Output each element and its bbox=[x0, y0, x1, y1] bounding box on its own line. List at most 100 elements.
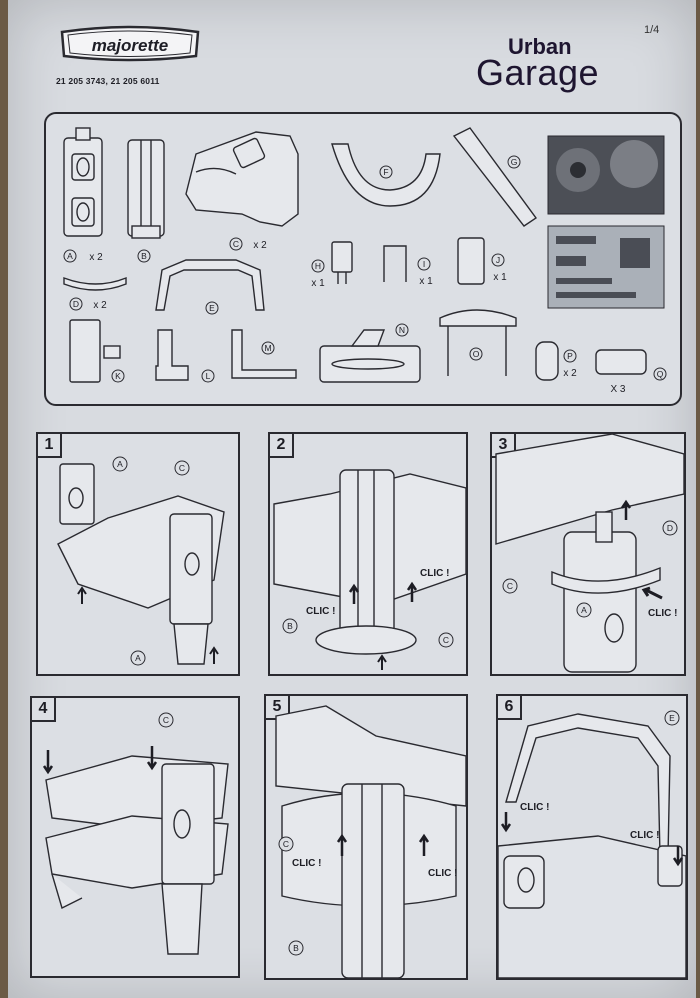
svg-text:E: E bbox=[669, 713, 675, 723]
svg-text:A: A bbox=[581, 605, 587, 615]
part-label-c: C bbox=[229, 237, 243, 251]
step-number: 4 bbox=[32, 698, 56, 722]
title-line-1: Urban bbox=[508, 34, 572, 59]
svg-text:x 1: x 1 bbox=[493, 272, 507, 283]
clic-text: CLIC ! bbox=[648, 608, 677, 619]
part-g-drawing bbox=[452, 127, 537, 227]
part-c-drawing bbox=[185, 131, 299, 227]
clic-text: CLIC ! bbox=[630, 830, 659, 841]
step-5-panel: 5 CLIC ! CLIC ! C B bbox=[264, 694, 468, 980]
svg-text:N: N bbox=[399, 325, 405, 335]
part-k-drawing bbox=[69, 319, 101, 383]
part-label-p: P bbox=[563, 349, 577, 363]
step-1-label-a-bottom: A bbox=[130, 650, 146, 666]
product-codes: 21 205 3743, 21 205 6011 bbox=[56, 76, 160, 86]
part-label-b: B bbox=[137, 249, 151, 263]
part-o-drawing bbox=[439, 309, 517, 327]
step-1-label-a-top: A bbox=[112, 456, 128, 472]
title-line-2: Garage bbox=[476, 52, 600, 93]
part-label-a: A bbox=[63, 249, 77, 263]
svg-text:O: O bbox=[473, 349, 480, 359]
step-2-drawing: CLIC ! CLIC ! B C bbox=[273, 469, 466, 670]
part-label-l: L bbox=[201, 369, 215, 383]
svg-text:C: C bbox=[233, 239, 239, 249]
svg-text:I: I bbox=[423, 259, 425, 269]
svg-text:C: C bbox=[507, 581, 513, 591]
step-5-drawing: CLIC ! CLIC ! C B bbox=[275, 705, 466, 978]
part-label-k: K bbox=[111, 369, 125, 383]
svg-text:D: D bbox=[667, 523, 673, 533]
svg-text:B: B bbox=[287, 621, 293, 631]
instruction-sheet: majorette 21 205 3743, 21 205 6011 1/4 U… bbox=[8, 0, 696, 998]
step-number: 1 bbox=[38, 434, 62, 458]
part-label-n: N bbox=[395, 323, 409, 337]
clic-text: CLIC ! bbox=[420, 568, 449, 579]
step-number: 2 bbox=[270, 434, 294, 458]
step-3-label-a: A bbox=[576, 602, 592, 618]
svg-text:C: C bbox=[443, 635, 449, 645]
svg-text:x 1: x 1 bbox=[311, 278, 325, 289]
svg-text:x 1: x 1 bbox=[419, 276, 433, 287]
svg-text:x 2: x 2 bbox=[253, 240, 267, 251]
parts-inventory-panel: A x 2 B C x 2 D x 2 E F G H x 1 I x 1 J … bbox=[44, 112, 682, 406]
page-number: 1/4 bbox=[644, 24, 660, 36]
svg-text:x 2: x 2 bbox=[563, 368, 577, 379]
part-d-drawing bbox=[63, 276, 127, 291]
svg-text:X 3: X 3 bbox=[610, 384, 625, 395]
part-label-j: J bbox=[491, 253, 505, 267]
svg-text:x 2: x 2 bbox=[93, 300, 107, 311]
parts-drawing: A x 2 B C x 2 D x 2 E F G H x 1 I x 1 J … bbox=[63, 127, 667, 395]
svg-text:x 2: x 2 bbox=[89, 252, 103, 263]
step-3-panel: 3 CLIC ! D C A bbox=[490, 432, 686, 676]
part-h-drawing bbox=[331, 241, 353, 273]
step-number: 6 bbox=[498, 696, 522, 720]
part-j-drawing bbox=[457, 237, 485, 285]
part-label-q: Q bbox=[653, 367, 667, 381]
part-label-o: O bbox=[469, 347, 483, 361]
part-q-drawing bbox=[595, 349, 647, 375]
svg-text:B: B bbox=[293, 943, 299, 953]
part-l-drawing bbox=[155, 329, 189, 381]
step-3-label-d: D bbox=[662, 520, 678, 536]
part-label-m: M bbox=[261, 341, 275, 355]
svg-text:K: K bbox=[115, 371, 121, 381]
step-5-label-b: B bbox=[288, 940, 304, 956]
clic-text: CLIC ! bbox=[520, 802, 549, 813]
svg-text:G: G bbox=[511, 157, 518, 167]
part-p-drawing bbox=[535, 341, 559, 381]
step-4-drawing: C bbox=[42, 712, 229, 955]
step-2-label-c: C bbox=[438, 632, 454, 648]
clic-text: CLIC ! bbox=[292, 858, 321, 869]
svg-text:C: C bbox=[179, 463, 185, 473]
svg-text:L: L bbox=[206, 371, 211, 381]
svg-text:D: D bbox=[73, 299, 79, 309]
svg-text:C: C bbox=[283, 839, 289, 849]
step-1-panel: 1 A C A bbox=[36, 432, 240, 676]
svg-text:F: F bbox=[383, 167, 388, 177]
svg-text:H: H bbox=[315, 261, 321, 271]
svg-text:E: E bbox=[209, 303, 215, 313]
part-label-i: I bbox=[417, 257, 431, 271]
step-3-drawing: CLIC ! D C A bbox=[495, 434, 684, 673]
part-m-drawing bbox=[231, 329, 297, 379]
part-f-drawing bbox=[331, 143, 441, 207]
svg-text:C: C bbox=[163, 715, 169, 725]
step-1-drawing: A C A bbox=[57, 456, 225, 666]
part-b-drawing bbox=[127, 139, 165, 239]
step-6-panel: 6 CLIC ! CLIC ! E bbox=[496, 694, 688, 980]
step-2-panel: 2 CLIC ! CLIC ! B C bbox=[268, 432, 468, 676]
part-label-d: D bbox=[69, 297, 83, 311]
svg-text:Q: Q bbox=[657, 369, 664, 379]
part-label-h: H bbox=[311, 259, 325, 273]
step-6-label-e: E bbox=[664, 710, 680, 726]
clic-text: CLIC ! bbox=[428, 868, 457, 879]
svg-text:A: A bbox=[117, 459, 123, 469]
part-i-drawing bbox=[383, 245, 407, 282]
part-a-drawing bbox=[63, 127, 103, 237]
part-label-f: F bbox=[379, 165, 393, 179]
svg-text:M: M bbox=[264, 343, 271, 353]
logo-text: majorette bbox=[92, 36, 169, 55]
svg-text:A: A bbox=[67, 251, 73, 261]
svg-text:P: P bbox=[567, 351, 573, 361]
svg-text:J: J bbox=[496, 255, 500, 265]
